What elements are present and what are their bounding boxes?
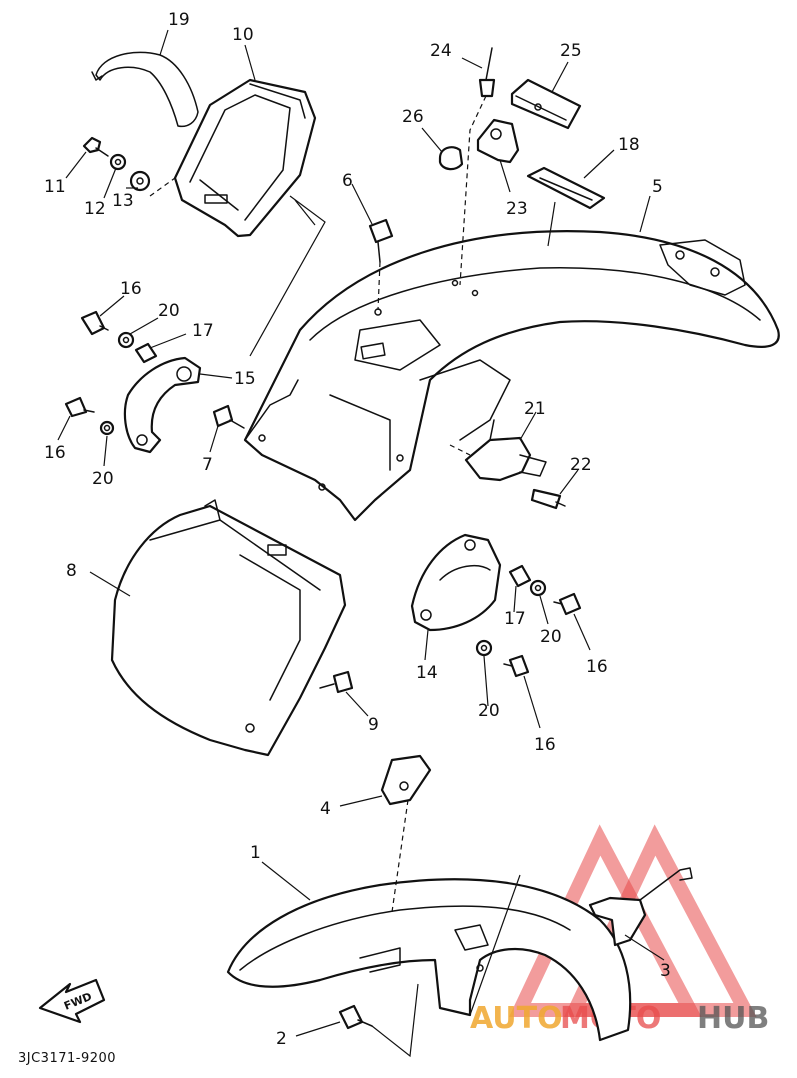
callout-7: 7 xyxy=(202,455,213,475)
callout-11: 11 xyxy=(44,177,66,197)
part-15-bracket xyxy=(123,356,202,454)
part-1-front-fender xyxy=(226,878,632,1042)
callout-25: 25 xyxy=(560,41,582,61)
callout-23: 23 xyxy=(506,199,528,219)
callout-20a: 20 xyxy=(158,301,180,321)
callout-21: 21 xyxy=(524,399,546,419)
part-19-seal xyxy=(91,51,199,128)
callout-16c: 16 xyxy=(586,657,608,677)
callout-9: 9 xyxy=(368,715,379,735)
callout-6: 6 xyxy=(342,171,353,191)
callout-24: 24 xyxy=(430,41,452,61)
fwd-direction-arrow: FWD xyxy=(38,978,106,1024)
callout-10: 10 xyxy=(232,25,254,45)
callout-20d: 20 xyxy=(478,701,500,721)
callout-1: 1 xyxy=(250,843,261,863)
callout-17a: 17 xyxy=(192,321,214,341)
parts-16-20-17-left-fasteners xyxy=(64,310,158,436)
callout-15: 15 xyxy=(234,369,256,389)
part-8-inner-fender xyxy=(110,499,347,757)
part-22-screw xyxy=(530,488,566,510)
callout-2: 2 xyxy=(276,1029,287,1049)
callout-8: 8 xyxy=(66,561,77,581)
part-25-reflector xyxy=(510,78,582,130)
watermark-text-hub: HUB xyxy=(697,1001,769,1036)
leader-lines xyxy=(57,29,665,1058)
part-18-emblem xyxy=(526,166,606,210)
part-5-rear-fender xyxy=(243,230,780,522)
part-7-bolt xyxy=(212,404,245,429)
diagram-code: 3JC3171-9200 xyxy=(18,1051,116,1066)
callout-14: 14 xyxy=(416,663,438,683)
parts-17-20-16-right-fasteners xyxy=(475,564,582,678)
part-6-bolt xyxy=(368,218,394,263)
callout-16b: 16 xyxy=(44,443,66,463)
callout-19: 19 xyxy=(168,10,190,30)
part-10-battery-box xyxy=(173,78,317,238)
callout-16a: 16 xyxy=(120,279,142,299)
part-23-bracket xyxy=(476,118,520,164)
part-21-bracket xyxy=(464,419,547,482)
callout-17b: 17 xyxy=(504,609,526,629)
callout-26: 26 xyxy=(402,107,424,127)
callout-20b: 20 xyxy=(92,469,114,489)
callout-3: 3 xyxy=(660,961,671,981)
watermark-text-auto: AUTO xyxy=(470,1001,563,1036)
part-2-bolt xyxy=(338,1004,373,1030)
callout-4: 4 xyxy=(320,799,331,819)
part-14-cover xyxy=(410,533,502,632)
callout-13: 13 xyxy=(112,191,134,211)
part-24-screw xyxy=(478,47,496,98)
callout-16d: 16 xyxy=(534,735,556,755)
part-26-nut xyxy=(438,146,464,171)
callout-5: 5 xyxy=(652,177,663,197)
callout-20c: 20 xyxy=(540,627,562,647)
callout-18: 18 xyxy=(618,135,640,155)
part-4-bracket xyxy=(380,754,432,806)
callout-22: 22 xyxy=(570,455,592,475)
callout-12: 12 xyxy=(84,199,106,219)
parts-11-12-13-fasteners xyxy=(82,136,151,192)
part-9-bolt xyxy=(319,670,354,694)
part-3-stay xyxy=(588,867,693,947)
callout-numbers: 19 10 11 12 13 24 25 26 23 18 5 6 16 20 … xyxy=(44,10,671,1049)
